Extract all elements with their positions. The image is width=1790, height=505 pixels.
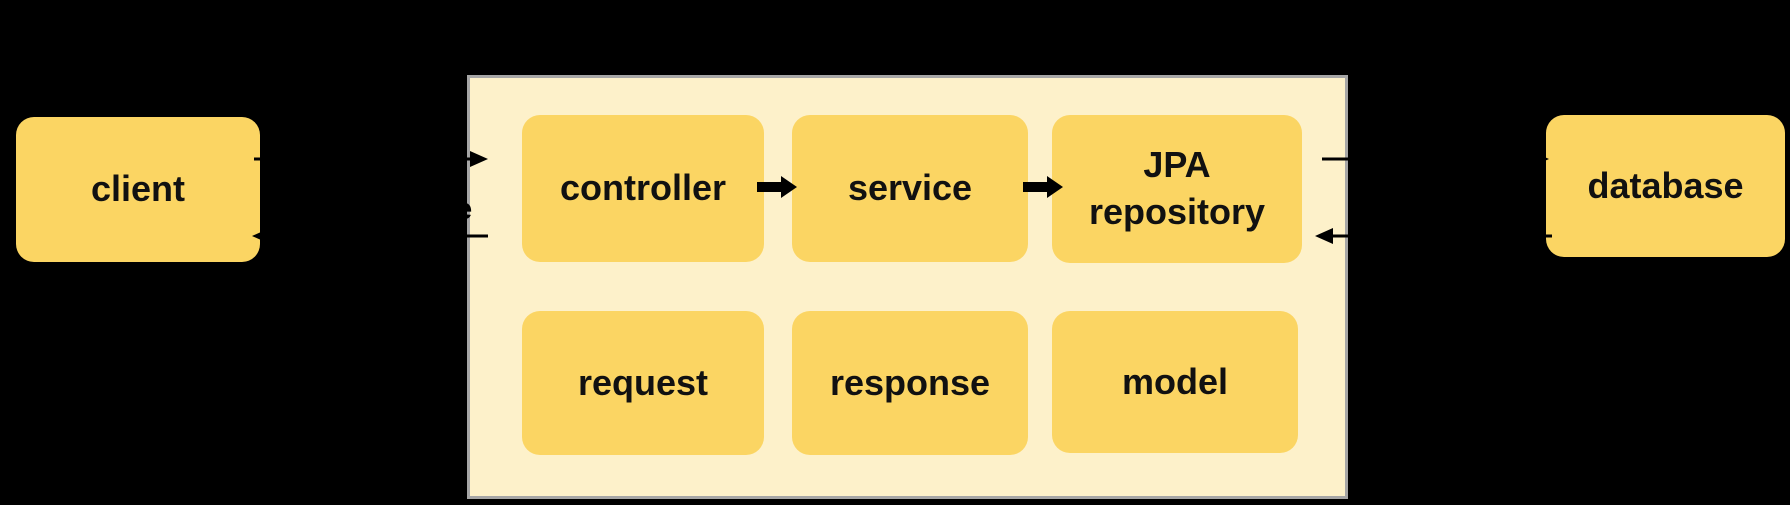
- node-service-label: service: [847, 167, 973, 209]
- node-response-label: response: [829, 361, 991, 403]
- node-database: database: [1546, 115, 1785, 257]
- node-service: service: [792, 115, 1028, 262]
- thin-right-arrow-icon: [1322, 151, 1549, 167]
- node-jpa-repository: JPA repository: [1052, 115, 1302, 263]
- node-model-label: model: [1121, 360, 1228, 402]
- node-database-label: database: [1587, 164, 1744, 206]
- edge-label-fragment: e: [455, 191, 473, 226]
- node-response: response: [792, 311, 1028, 455]
- node-client: client: [16, 117, 260, 262]
- node-controller-label: controller: [559, 167, 727, 209]
- thin-left-arrow-icon: [252, 228, 488, 244]
- node-model: model: [1052, 311, 1298, 453]
- node-request-label: request: [577, 361, 709, 403]
- thin-left-arrow-icon: [1315, 228, 1552, 244]
- thin-right-arrow-icon: [254, 151, 488, 167]
- node-controller: controller: [522, 115, 764, 262]
- node-jpa-repository-label: JPA repository: [1088, 144, 1266, 232]
- node-request: request: [522, 311, 764, 455]
- node-client-label: client: [90, 168, 186, 210]
